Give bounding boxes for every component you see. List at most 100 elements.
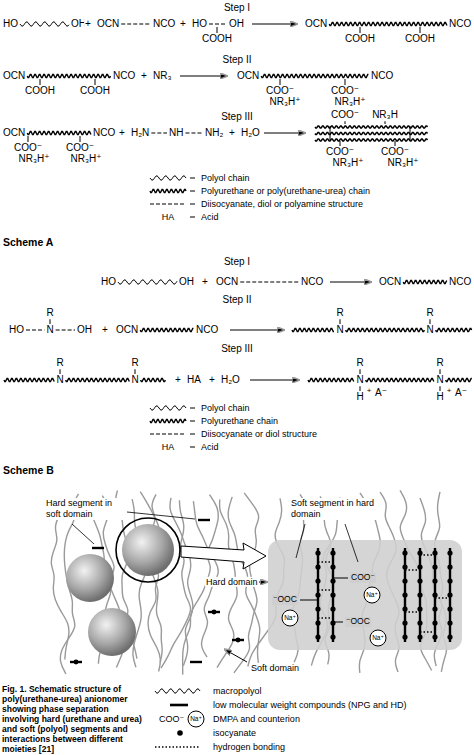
- formula-label: +: [228, 127, 236, 139]
- isocyanate-dot: [402, 578, 407, 583]
- formula-label: N: [130, 374, 139, 386]
- formula-label: R: [45, 307, 54, 319]
- isocyanate-dot: [315, 578, 320, 583]
- isocyanate-dot: [315, 564, 320, 569]
- formula-label: HO: [2, 18, 19, 30]
- polyurethane-chain: [66, 378, 130, 381]
- step-label: Step II: [222, 54, 253, 66]
- isocyanate-dot: [432, 564, 437, 569]
- scheme-label: Scheme B: [2, 464, 55, 476]
- leader-arrow: [259, 582, 268, 583]
- legend-sample-text: HA: [161, 212, 176, 222]
- bond-line: [430, 319, 431, 324]
- formula-label: NCO: [300, 276, 324, 288]
- figure-label: Na⁺: [372, 634, 384, 641]
- formula-label: A⁻: [374, 387, 388, 399]
- polyurethane-chain: [315, 126, 428, 128]
- legend-text: Polyol chain: [200, 173, 251, 183]
- polyol-chain: [150, 176, 186, 180]
- formula-label: R: [55, 357, 64, 369]
- formula-label: N: [45, 324, 54, 336]
- step-label: Step I: [223, 2, 251, 14]
- legend-dash: [190, 178, 195, 179]
- formula-label: OCN: [96, 18, 120, 30]
- legend-text: low molecular weight compounds (NPG and …: [212, 700, 408, 710]
- reaction-arrow: [230, 329, 285, 330]
- isocyanate-dot: [315, 634, 320, 639]
- reaction-arrow: [250, 379, 300, 380]
- polyurethane-chain: [315, 139, 428, 141]
- hydrogen-bond: [435, 597, 450, 598]
- polyurethane-chain: [261, 74, 368, 77]
- formula-label: N: [435, 374, 444, 386]
- formula-label: NR₃H⁺: [69, 153, 102, 165]
- isocyanate-dot: [402, 592, 407, 597]
- formula-label: COOH: [24, 85, 56, 97]
- formula-label: R: [355, 357, 364, 369]
- formula-label: +: [366, 386, 373, 395]
- structure-dash: [209, 23, 227, 24]
- formula-label: OCN: [2, 127, 26, 139]
- polyurethane-chain: [446, 378, 472, 381]
- isocyanate-dot: [315, 606, 320, 611]
- formula-label: +: [201, 276, 209, 288]
- reaction-arrow: [330, 281, 372, 282]
- formula-label: HO: [191, 18, 208, 30]
- formula-label: N: [425, 324, 434, 336]
- formula-label: OH: [228, 18, 245, 30]
- isocyanate-dot: [417, 564, 422, 569]
- formula-label: H₂O: [240, 127, 261, 139]
- isocyanate-dot: [330, 578, 335, 583]
- formula-label: NCO: [112, 70, 136, 82]
- formula-label: NR₃H⁺: [331, 157, 364, 169]
- legend-dash: [190, 204, 195, 205]
- isocyanate-dot: [417, 634, 422, 639]
- legend-dash: [190, 408, 195, 409]
- isocyanate-dot: [330, 620, 335, 625]
- isocyanate-dot: [402, 550, 407, 555]
- formula-label: NR₃: [152, 70, 173, 82]
- isocyanate-dot: [417, 578, 422, 583]
- isocyanate-dot: [432, 620, 437, 625]
- formula-label: NCO: [195, 324, 219, 336]
- isocyanate-dot: [74, 660, 79, 665]
- bond-line: [360, 369, 361, 374]
- step-label: Step III: [220, 111, 254, 123]
- isocyanate-dot: [417, 620, 422, 625]
- figure-label: Na⁺: [190, 715, 202, 722]
- formula-label: HO: [100, 276, 117, 288]
- formula-label: NCO: [152, 18, 176, 30]
- formula-label: COO⁻: [330, 85, 360, 97]
- figure-label: ⁻OOC: [345, 617, 371, 627]
- isocyanate-dot: [402, 634, 407, 639]
- bond-line: [340, 319, 341, 324]
- formula-label: NR₃H⁺: [386, 157, 419, 169]
- formula-label: COOH: [344, 33, 376, 45]
- isocyanate-dot: [447, 634, 452, 639]
- formula-label: NCO: [448, 18, 472, 30]
- polyurethane-chain: [346, 328, 425, 331]
- isocyanate-dot: [447, 620, 452, 625]
- legend-text: hydrogen bonding: [212, 742, 286, 752]
- legend-text: Polyurethane chain: [200, 416, 279, 426]
- structure-dash: [151, 132, 167, 133]
- macropolyol-chain: [161, 500, 191, 668]
- polyurethane-chain: [366, 378, 434, 381]
- legend-text: macropolyol: [212, 686, 263, 696]
- formula-label: OCN: [378, 276, 402, 288]
- leader-line: [345, 524, 358, 562]
- formula-label: +: [208, 374, 216, 386]
- bond-line: [440, 386, 441, 391]
- formula-label: COOH: [79, 85, 111, 97]
- bond-line: [340, 141, 341, 146]
- bond-line: [360, 386, 361, 391]
- legend-dotted: [155, 746, 200, 748]
- bond-line: [345, 121, 346, 124]
- isocyanate-dot: [402, 606, 407, 611]
- hydrogen-bond: [318, 561, 333, 562]
- legend-dash: [190, 421, 195, 422]
- isocyanate-dot: [417, 592, 422, 597]
- legend-text: Diisocyanate or diol structure: [200, 429, 318, 439]
- bond-line: [60, 369, 61, 374]
- figure-label: Na⁺: [366, 591, 378, 598]
